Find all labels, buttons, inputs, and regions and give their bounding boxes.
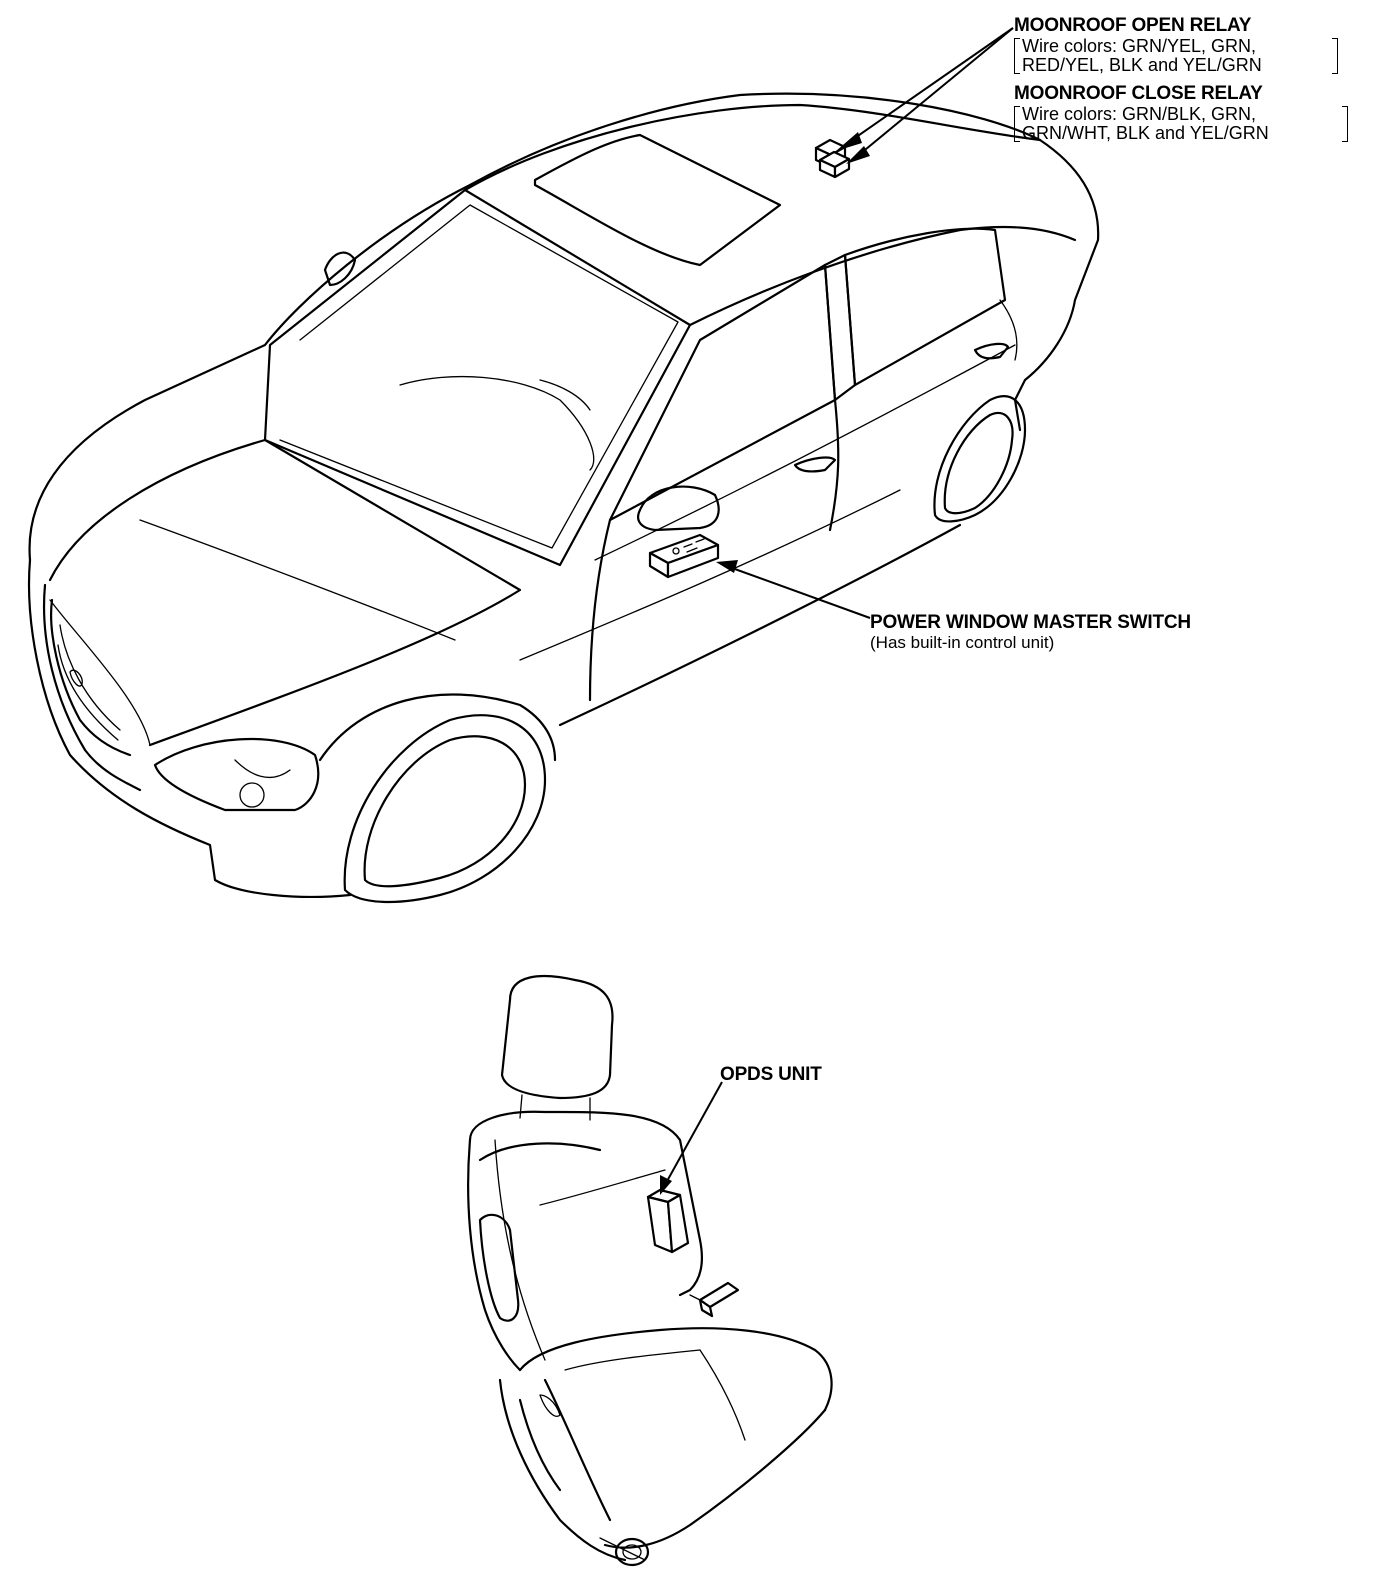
moonroof-open-relay-wire-line2: RED/YEL, BLK and YEL/GRN bbox=[1022, 54, 1262, 75]
car-illustration bbox=[27, 92, 1100, 904]
moonroof-open-relay-wire-line1: Wire colors: GRN/YEL, GRN, bbox=[1022, 36, 1257, 56]
moonroof-close-relay-wires: Wire colors: GRN/BLK, GRN, GRN/WHT, BLK … bbox=[1014, 105, 1348, 143]
moonroof-open-relay-wires: Wire colors: GRN/YEL, GRN, RED/YEL, BLK … bbox=[1014, 37, 1338, 75]
seat-illustration bbox=[467, 974, 833, 1567]
power-window-master-switch-title: POWER WINDOW MASTER SWITCH bbox=[870, 612, 1191, 633]
opds-unit-title: OPDS UNIT bbox=[720, 1064, 822, 1085]
moonroof-close-relay-callout: MOONROOF CLOSE RELAY Wire colors: GRN/BL… bbox=[1014, 84, 1348, 143]
opds-unit-callout: OPDS UNIT bbox=[720, 1065, 822, 1084]
power-window-master-switch-icon bbox=[648, 533, 720, 579]
moonroof-open-relay-title: MOONROOF OPEN RELAY bbox=[1014, 15, 1252, 36]
moonroof-close-relay-title: MOONROOF CLOSE RELAY bbox=[1014, 83, 1263, 104]
moonroof-close-relay-wire-line1: Wire colors: GRN/BLK, GRN, bbox=[1022, 104, 1257, 124]
power-window-master-switch-note: (Has built-in control unit) bbox=[870, 633, 1055, 652]
leader-lines bbox=[660, 27, 1014, 1195]
power-window-master-switch-callout: POWER WINDOW MASTER SWITCH (Has built-in… bbox=[870, 613, 1191, 651]
moonroof-close-relay-wire-line2: GRN/WHT, BLK and YEL/GRN bbox=[1022, 122, 1269, 143]
moonroof-open-relay-callout: MOONROOF OPEN RELAY Wire colors: GRN/YEL… bbox=[1014, 16, 1338, 75]
